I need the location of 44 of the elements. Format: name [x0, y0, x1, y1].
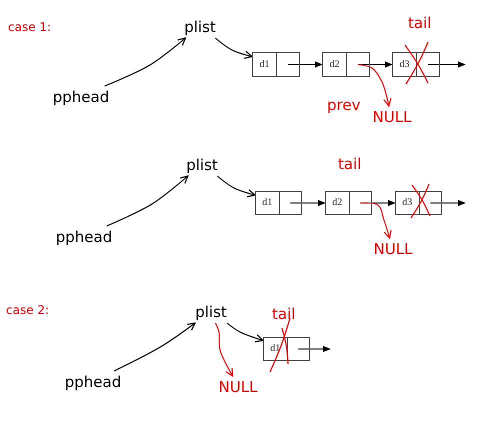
node-data: d1 — [270, 343, 280, 355]
arrow — [358, 64, 392, 107]
pointer-note: tail — [272, 304, 296, 324]
case-heading: case 2: — [6, 302, 50, 319]
pointer-label: pphead — [52, 87, 110, 108]
arrow — [430, 200, 466, 206]
list-node-box — [325, 191, 372, 215]
node-data: d3 — [400, 58, 410, 70]
arrow — [104, 37, 186, 86]
arrow — [288, 61, 323, 68]
list-node-box — [322, 52, 370, 77]
arrow — [290, 200, 326, 206]
list-node-box — [263, 337, 310, 361]
pointer-note: prev — [327, 95, 360, 115]
arrow — [226, 322, 264, 342]
node-data: d3 — [402, 197, 412, 209]
list-node-box — [395, 191, 442, 215]
arrow — [216, 176, 256, 198]
pointer-label: NULL — [372, 107, 412, 128]
list-node-box — [255, 191, 302, 215]
list-node-box — [392, 52, 440, 77]
arrow — [214, 38, 253, 59]
list-node-box — [252, 52, 300, 77]
node-data: d1 — [260, 58, 270, 70]
arrow — [298, 346, 331, 352]
pointer-note: tail — [338, 154, 362, 174]
pointer-note: tail — [408, 13, 432, 33]
pointer-label: plist — [195, 302, 227, 323]
pointer-label: plist — [186, 155, 218, 176]
arrow — [106, 175, 188, 226]
arrow — [360, 202, 392, 239]
pointer-label: NULL — [374, 239, 412, 260]
pointer-label: pphead — [64, 372, 122, 393]
pointer-label: NULL — [218, 377, 258, 398]
arrow — [428, 61, 466, 68]
arrow — [114, 322, 196, 372]
case-heading: case 1: — [8, 19, 52, 36]
node-data: d2 — [330, 58, 340, 70]
node-data: d2 — [332, 197, 342, 209]
arrow — [214, 322, 234, 377]
pointer-label: plist — [184, 17, 216, 38]
pointer-label: pphead — [56, 227, 112, 248]
node-data: d1 — [262, 197, 272, 209]
arrow — [358, 61, 393, 68]
